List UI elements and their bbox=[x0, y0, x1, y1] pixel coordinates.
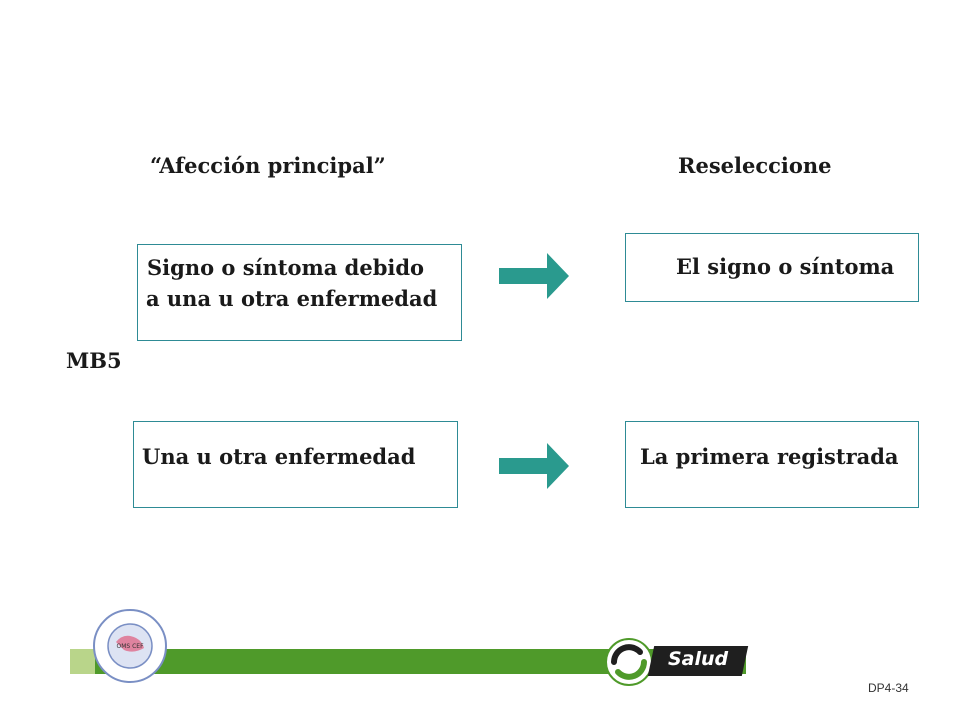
reselect-1-text: El signo o síntoma bbox=[676, 254, 895, 279]
condition-box-2 bbox=[133, 421, 458, 508]
cemece-seal-logo: OMS CEF bbox=[93, 609, 167, 683]
condition-1-line-1: Signo o síntoma debido bbox=[147, 255, 425, 280]
reselect-box-2 bbox=[625, 421, 919, 508]
reselect-box-1 bbox=[625, 233, 919, 302]
right-arrow-icon bbox=[499, 253, 569, 299]
condition-box-1 bbox=[137, 244, 462, 341]
salud-logo bbox=[605, 638, 653, 686]
heading-reseleccione: Reseleccione bbox=[678, 153, 832, 178]
right-arrow-icon bbox=[499, 443, 569, 489]
footer-bar-accent bbox=[70, 649, 95, 674]
condition-1-line-2: a una u otra enfermedad bbox=[146, 286, 438, 311]
slide-id: DP4-34 bbox=[868, 681, 909, 695]
rule-code: MB5 bbox=[66, 348, 122, 373]
reselect-2-text: La primera registrada bbox=[640, 444, 899, 469]
salud-brand-text: Salud bbox=[668, 648, 729, 670]
condition-2-text: Una u otra enfermedad bbox=[142, 444, 416, 469]
seal-inner-text: OMS CEF bbox=[116, 643, 144, 650]
heading-afeccion-principal: “Afección principal” bbox=[150, 153, 386, 178]
